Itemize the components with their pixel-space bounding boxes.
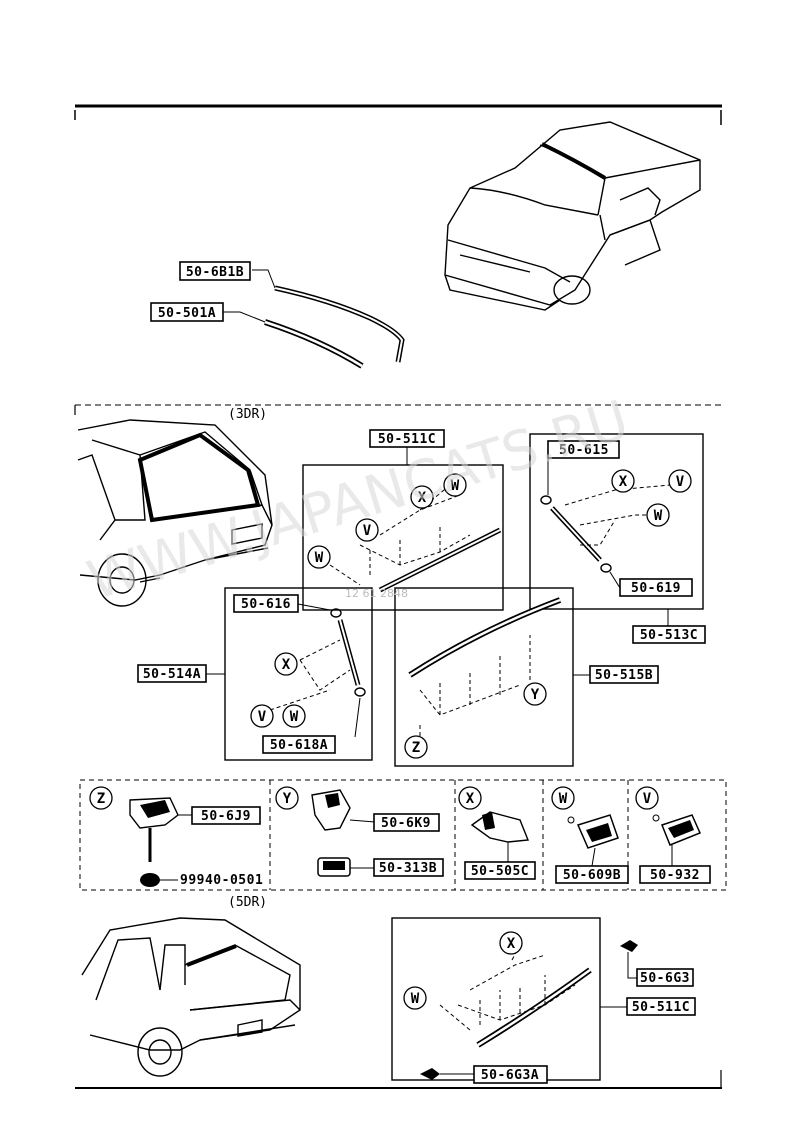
svg-text:Z: Z <box>412 740 420 756</box>
group-50-514a: 50-616 50-514A 50-618A <box>137 587 373 761</box>
part-number-text: 50-616 <box>241 597 291 612</box>
svg-text:W: W <box>290 709 299 725</box>
label-50-501a: 50-501A <box>150 302 224 322</box>
clip-markers-3dr <box>250 469 692 759</box>
label-50-6g3: 50-6G3 <box>620 940 694 987</box>
part-number-text: 50-505C <box>471 864 529 879</box>
rear-window-molding-highlight-5dr <box>186 944 237 967</box>
svg-text:W: W <box>559 791 568 807</box>
svg-text:W: W <box>451 478 460 494</box>
group-50-511c-upper: 50-511C <box>302 429 504 611</box>
svg-text:Y: Y <box>531 687 540 703</box>
svg-text:W: W <box>411 991 420 1007</box>
svg-text:X: X <box>466 791 475 807</box>
part-number-text: 50-615 <box>559 443 609 458</box>
windshield-molding-parts <box>223 269 405 369</box>
svg-text:X: X <box>507 936 516 952</box>
part-number-text: 50-6K9 <box>381 816 431 831</box>
clip-cell-v: V 50-932 <box>635 786 711 884</box>
part-number-text: 50-514A <box>143 667 201 682</box>
part-number-text: 50-511C <box>378 432 436 447</box>
part-number-text: 50-932 <box>650 868 700 883</box>
part-number-text: 50-511C <box>632 1000 690 1015</box>
group-50-511c-lower: 50-511C <box>391 917 696 1081</box>
svg-text:V: V <box>676 474 685 490</box>
clip-cell-y: Y 50-6K9 50-313B <box>275 786 444 877</box>
part-number-text: 50-513C <box>640 628 698 643</box>
label-50-6g3a: 50-6G3A <box>420 1065 548 1084</box>
front-car-illustration <box>444 121 701 311</box>
svg-text:V: V <box>643 791 652 807</box>
clip-cell-x: X 50-505C <box>458 786 536 880</box>
section-title-5dr: (5DR) <box>228 895 267 910</box>
part-number-text: 50-619 <box>631 581 681 596</box>
part-number-text: 99940-0501 <box>180 873 263 888</box>
part-number-text: 50-618A <box>270 738 328 753</box>
svg-text:X: X <box>418 490 427 506</box>
svg-text:W: W <box>654 508 663 524</box>
section-title-3dr: (3DR) <box>228 407 267 422</box>
rear-window-molding-highlight-3dr <box>137 432 261 523</box>
svg-text:Y: Y <box>283 791 292 807</box>
clip-markers-5dr: X W <box>403 931 523 1010</box>
part-number-text: 50-6G3A <box>481 1068 539 1083</box>
clip-marker-letters-3dr: W X V W X V W X V W Y Z <box>258 474 685 756</box>
svg-text:X: X <box>282 657 291 673</box>
svg-text:X: X <box>619 474 628 490</box>
group-50-513c: 50-615 50-619 50-513C <box>529 433 706 644</box>
rear-car-5dr-illustration <box>81 917 301 1077</box>
clip-cell-z: Z 50-6J9 99940-0501 <box>89 786 263 888</box>
label-50-6b1b: 50-6B1B <box>179 261 251 281</box>
part-number-text: 50-501A <box>158 306 216 321</box>
svg-text:V: V <box>363 523 372 539</box>
part-number-text: 50-313B <box>379 861 437 876</box>
svg-text:W: W <box>315 550 324 566</box>
part-number-text: 50-515B <box>595 668 653 683</box>
svg-text:V: V <box>258 709 267 725</box>
part-number-text: 50-6B1B <box>186 265 244 280</box>
part-number-text: 50-6J9 <box>201 809 251 824</box>
group-50-515b: 50-515B <box>394 587 659 767</box>
clip-cell-w: W 50-609B <box>551 786 629 884</box>
part-number-text: 50-609B <box>563 868 621 883</box>
front-windshield-molding-highlight <box>541 142 607 180</box>
part-number-text: 50-6G3 <box>640 971 690 986</box>
svg-text:Z: Z <box>97 791 105 807</box>
watermark-code: 12 61 2848 <box>345 587 408 600</box>
